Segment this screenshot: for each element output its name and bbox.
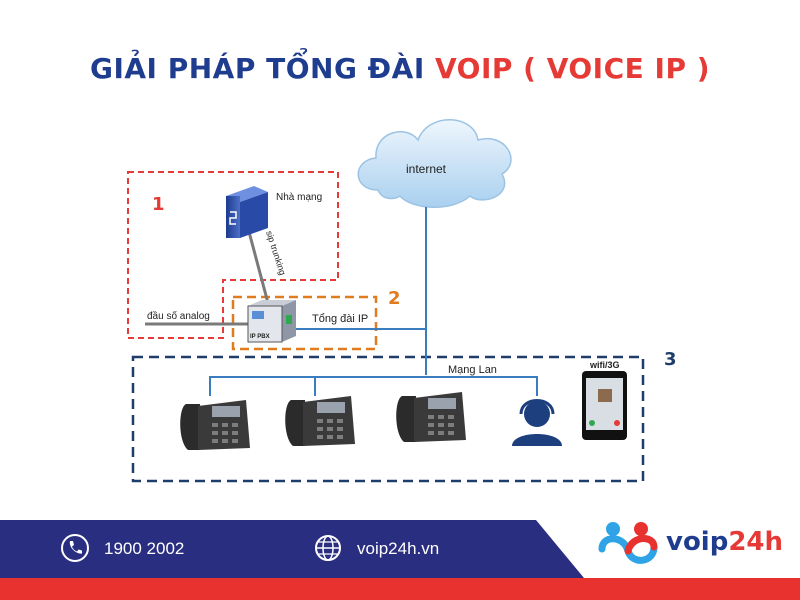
- zone-1-border: [127, 171, 339, 339]
- lan-label: Mạng Lan: [448, 364, 497, 376]
- footer-bar: [0, 520, 800, 600]
- zone-1-number: 1: [152, 194, 165, 215]
- footer-website[interactable]: voip24h.vn: [357, 539, 440, 558]
- zone-3-number: 3: [664, 349, 677, 370]
- ip-phone-icon: [285, 396, 355, 446]
- page-title: GIẢI PHÁP TỔNG ĐÀI VOIP ( VOICE IP ): [0, 52, 800, 85]
- zone-3-border: [131, 355, 645, 483]
- pbx-label: Tổng đài IP: [312, 313, 368, 325]
- footer-phone-number[interactable]: 1900 2002: [104, 539, 185, 558]
- globe-icon: [315, 535, 341, 561]
- zone-2-number: 2: [388, 288, 401, 309]
- brand-name: voip24h: [666, 527, 783, 557]
- ip-phone-icon: [180, 400, 250, 450]
- wifi-3g-label: wifi/3G: [589, 360, 620, 370]
- phone-icon: [61, 534, 89, 562]
- internet-label: internet: [406, 162, 447, 176]
- smartphone-icon: [582, 371, 627, 440]
- analog-label: đầu số analog: [147, 310, 210, 322]
- headset-agent-icon: [512, 399, 562, 446]
- title-part-1: GIẢI PHÁP TỔNG ĐÀI: [89, 52, 435, 85]
- brand-name-part-1: voip: [666, 527, 729, 557]
- network-diagram: internet 1 2 3 sip trunking đầu số analo…: [127, 119, 677, 483]
- server-icon: [226, 186, 268, 238]
- ip-phone-icon: [396, 392, 466, 442]
- ip-pbx-box-text: IP PBX: [250, 334, 270, 340]
- network-lines: [209, 207, 538, 396]
- sip-trunking-label: sip trunking: [264, 230, 288, 277]
- brand-name-part-2: 24h: [728, 527, 784, 557]
- sip-trunk-line: [246, 227, 270, 304]
- voip24h-logo-icon: [598, 522, 658, 564]
- cloud-icon: [357, 119, 512, 208]
- provider-label: Nhà mạng: [276, 192, 322, 203]
- title-part-2: VOIP ( VOICE IP ): [434, 52, 711, 85]
- ip-pbx-icon: [247, 300, 296, 343]
